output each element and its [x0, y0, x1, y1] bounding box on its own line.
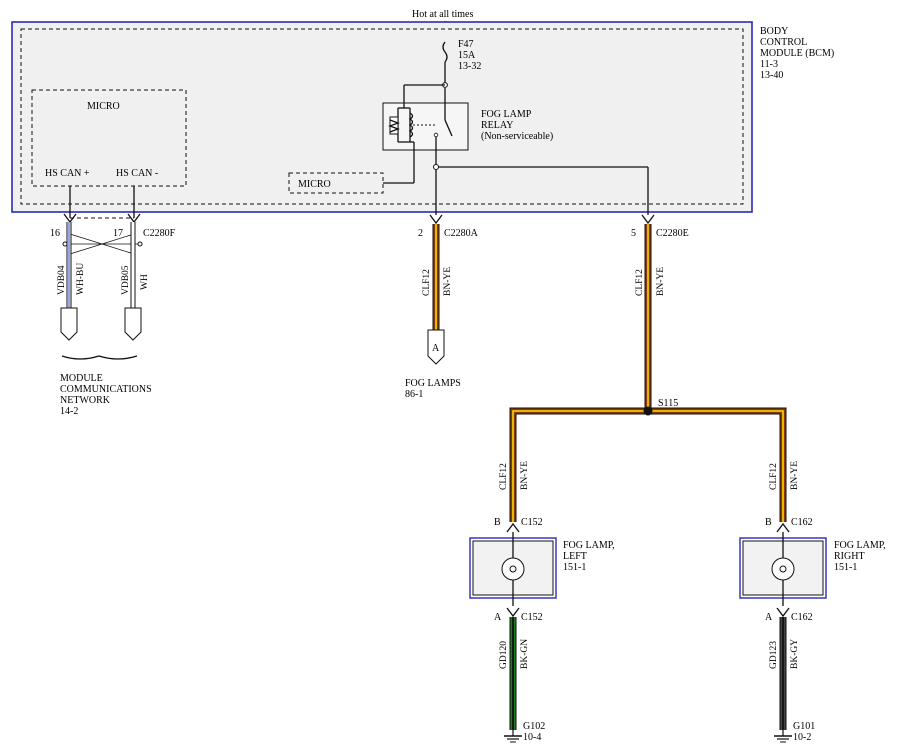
svg-text:13-40: 13-40	[760, 70, 783, 81]
svg-text:10-2: 10-2	[793, 732, 811, 743]
hot-at-all-times-label: Hot at all times	[412, 9, 473, 20]
left-conn-top: C152	[521, 517, 543, 528]
wire-fog-a	[427, 214, 445, 365]
can-connector: C2280F	[143, 228, 176, 239]
svg-text:MODULE: MODULE	[60, 373, 103, 384]
svg-text:FOG LAMP,: FOG LAMP,	[834, 540, 886, 551]
fog-lamp-relay	[382, 84, 469, 183]
micro-small-label: MICRO	[298, 179, 331, 190]
left-color-bottom: BK-GN	[520, 639, 530, 669]
can-pin-minus: 17	[113, 228, 123, 239]
left-conn-bottom: C152	[521, 612, 543, 623]
fog-a-pin: 2	[418, 228, 423, 239]
svg-text:15A: 15A	[458, 50, 476, 61]
fog-a-color: BN-YE	[443, 267, 453, 296]
network-label: MODULE COMMUNICATIONS NETWORK 14-2	[60, 373, 152, 417]
can-color-minus: WH	[140, 274, 150, 290]
svg-text:86-1: 86-1	[405, 389, 423, 400]
svg-text:11-3: 11-3	[760, 59, 778, 70]
hs-can-plus-label: HS CAN +	[45, 168, 90, 179]
svg-text:MODULE (BCM): MODULE (BCM)	[760, 48, 834, 59]
bcm-label: BODY CONTROL MODULE (BCM) 11-3 13-40	[760, 26, 834, 81]
wire-left-ground	[504, 617, 522, 743]
fog-a-circuit: CLF12	[422, 269, 432, 296]
can-wires	[60, 186, 143, 360]
wire-fog-e-harness	[509, 214, 787, 522]
wire-right-ground	[774, 617, 792, 743]
fog-lamp-left	[469, 522, 557, 618]
svg-text:151-1: 151-1	[834, 562, 857, 573]
left-color-top: BN-YE	[520, 461, 530, 490]
svg-text:RIGHT: RIGHT	[834, 551, 865, 562]
svg-text:F47: F47	[458, 39, 474, 50]
fog-e-color: BN-YE	[656, 267, 666, 296]
right-circuit-top: CLF12	[769, 463, 779, 490]
can-pin-plus: 16	[50, 228, 60, 239]
micro-main-label: MICRO	[87, 101, 120, 112]
svg-text:151-1: 151-1	[563, 562, 586, 573]
left-ground-label: G102 10-4	[523, 721, 545, 743]
bcm-module-box	[11, 21, 753, 213]
fog-a-connector: C2280A	[444, 228, 479, 239]
svg-text:COMMUNICATIONS: COMMUNICATIONS	[60, 384, 152, 395]
right-conn-top: C162	[791, 517, 813, 528]
fog-e-pin: 5	[631, 228, 636, 239]
right-ground-label: G101 10-2	[793, 721, 815, 743]
bcm-module-inner-dashed	[20, 28, 744, 205]
svg-text:CONTROL: CONTROL	[760, 37, 807, 48]
left-pin-b: B	[494, 517, 501, 528]
svg-text:FOG LAMPS: FOG LAMPS	[405, 378, 461, 389]
svg-text:(Non-serviceable): (Non-serviceable)	[481, 131, 553, 142]
right-pin-b: B	[765, 517, 772, 528]
fog-lamps-dest-label: FOG LAMPS 86-1	[405, 378, 461, 400]
svg-text:10-4: 10-4	[523, 732, 541, 743]
fog-lamp-right-label: FOG LAMP, RIGHT 151-1	[834, 540, 886, 573]
can-circuit-minus: VDB05	[121, 265, 131, 295]
svg-text:14-2: 14-2	[60, 406, 78, 417]
fog-lamp-left-label: FOG LAMP, LEFT 151-1	[563, 540, 615, 573]
left-circuit-bottom: GD120	[499, 641, 509, 669]
left-pin-a: A	[494, 612, 502, 623]
right-circuit-bottom: GD123	[769, 641, 779, 669]
svg-text:BODY: BODY	[760, 26, 788, 37]
relay-label: FOG LAMP RELAY (Non-serviceable)	[481, 109, 553, 142]
hs-can-minus-label: HS CAN -	[116, 168, 158, 179]
fuse-label: F47 15A 13-32	[458, 39, 481, 72]
can-color-plus: WH-BU	[76, 263, 86, 295]
micro-small-box	[288, 172, 384, 194]
right-pin-a: A	[765, 612, 773, 623]
svg-text:FOG LAMP,: FOG LAMP,	[563, 540, 615, 551]
svg-text:FOG LAMP: FOG LAMP	[481, 109, 532, 120]
can-circuit-plus: VDB04	[57, 265, 67, 295]
right-color-top: BN-YE	[790, 461, 800, 490]
left-circuit-top: CLF12	[499, 463, 509, 490]
fog-e-connector: C2280E	[656, 228, 689, 239]
svg-text:RELAY: RELAY	[481, 120, 513, 131]
fog-a-ref-letter: A	[432, 343, 440, 354]
fog-lamp-right	[739, 522, 827, 618]
splice-label: S115	[658, 398, 678, 409]
svg-text:G101: G101	[793, 721, 815, 732]
svg-text:G102: G102	[523, 721, 545, 732]
svg-text:13-32: 13-32	[458, 61, 481, 72]
fog-e-circuit: CLF12	[635, 269, 645, 296]
micro-main-box	[31, 89, 187, 187]
svg-text:LEFT: LEFT	[563, 551, 587, 562]
right-conn-bottom: C162	[791, 612, 813, 623]
svg-text:NETWORK: NETWORK	[60, 395, 111, 406]
right-color-bottom: BK-GY	[790, 639, 800, 669]
